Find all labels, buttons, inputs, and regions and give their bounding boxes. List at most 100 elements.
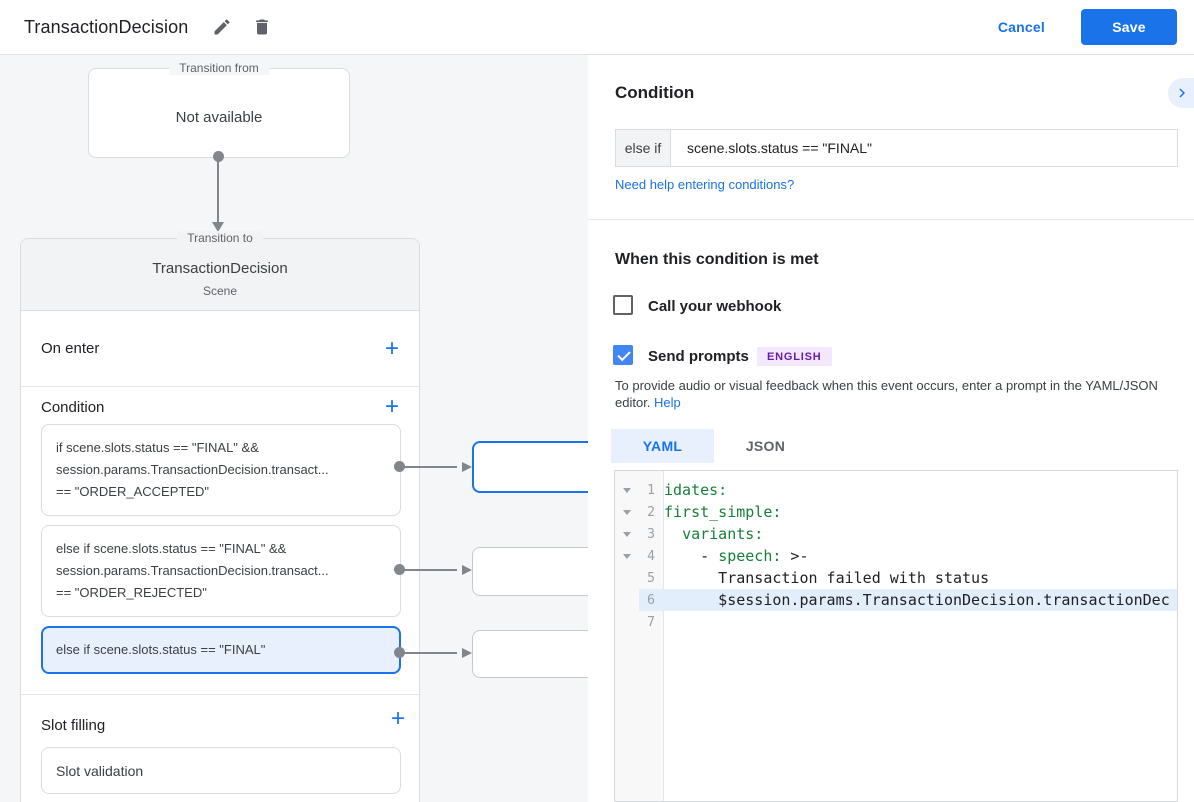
code-line-body[interactable]: 4 - speech: >-: [639, 545, 1177, 567]
line-number: 2: [647, 504, 655, 520]
condition-text: == "ORDER_REJECTED": [56, 585, 207, 600]
cancel-button[interactable]: Cancel: [997, 19, 1045, 35]
panel-title: Condition: [615, 83, 695, 102]
fold-toggle-icon[interactable]: [623, 509, 631, 515]
line-number: 7: [647, 614, 655, 630]
condition-card[interactable]: else if scene.slots.status == "FINAL" &&…: [41, 525, 401, 617]
help-link[interactable]: Help: [654, 395, 681, 410]
transition-to-card: Transition to TransactionDecision Scene …: [20, 231, 420, 802]
prompts-description-text: To provide audio or visual feedback when…: [615, 378, 1158, 410]
fold-cell: [615, 545, 639, 567]
condition-text: else if scene.slots.status == "FINAL" &&: [56, 541, 287, 556]
line-number: 6: [647, 592, 655, 608]
condition-text: if scene.slots.status == "FINAL" &&: [56, 440, 259, 455]
line-number: 4: [647, 548, 655, 564]
line-number: 1: [647, 482, 655, 498]
slot-validation-card[interactable]: Slot validation: [41, 747, 401, 794]
code-line-highlighted[interactable]: 6 $session.params.TransactionDecision.tr…: [639, 589, 1177, 611]
transition-to-legend: Transition to: [177, 231, 263, 245]
code-line: 1 idates:: [615, 479, 1177, 501]
code-line-body[interactable]: 3 variants:: [639, 523, 1177, 545]
code-text: first_simple:: [664, 503, 782, 521]
condition-text: else if scene.slots.status == "FINAL": [56, 642, 266, 657]
code-line: 2 first_simple:: [615, 501, 1177, 523]
code-line: 7: [615, 611, 1177, 633]
transition-from-box: Transition from Not available: [88, 61, 350, 158]
code-line: 5 Transaction failed with status: [615, 567, 1177, 589]
condition-prefix-label: else if: [616, 130, 671, 166]
on-enter-section: On enter +: [21, 311, 419, 387]
tab-json[interactable]: JSON: [745, 438, 786, 454]
prompts-description: To provide audio or visual feedback when…: [615, 377, 1193, 411]
condition-text: session.params.TransactionDecision.trans…: [56, 462, 329, 477]
condition-card-list: if scene.slots.status == "FINAL" && sessi…: [41, 424, 401, 683]
code-line-body[interactable]: 2 first_simple:: [639, 501, 1177, 523]
transition-target-box[interactable]: [472, 630, 588, 678]
condition-section: Condition +: [21, 387, 419, 427]
send-prompts-checkbox[interactable]: [613, 345, 633, 365]
transition-from-value: Not available: [175, 109, 263, 126]
call-webhook-label: Call your webhook: [648, 298, 782, 315]
panel-divider: [588, 219, 1194, 220]
condition-card[interactable]: if scene.slots.status == "FINAL" && sessi…: [41, 424, 401, 516]
editor-tabs: YAML JSON: [611, 429, 817, 463]
fold-cell: [615, 501, 639, 523]
flow-connector-dot: [213, 151, 224, 162]
collapse-panel-button[interactable]: [1168, 78, 1194, 108]
code-line: 6 $session.params.TransactionDecision.tr…: [615, 589, 1177, 611]
chevron-right-icon: [1173, 84, 1191, 102]
code-text: Transaction failed with status: [664, 569, 990, 587]
add-on-enter-button[interactable]: +: [384, 334, 399, 362]
fold-toggle-icon[interactable]: [623, 487, 631, 493]
transition-target-box[interactable]: [472, 547, 588, 596]
code-line-body[interactable]: 1 idates:: [639, 479, 1177, 501]
add-condition-button[interactable]: +: [384, 393, 399, 420]
top-bar: TransactionDecision Cancel Save: [0, 0, 1194, 55]
flow-connector-line: [217, 160, 219, 223]
call-webhook-checkbox[interactable]: [613, 295, 633, 315]
transition-target-box-selected[interactable]: [472, 441, 588, 493]
send-prompts-label: Send prompts: [648, 348, 749, 365]
code-text: variants:: [682, 525, 764, 543]
scene-name: TransactionDecision: [152, 260, 288, 277]
editor-gutter: [615, 471, 664, 801]
edit-icon[interactable]: [210, 15, 234, 39]
page-title: TransactionDecision: [24, 16, 189, 37]
transition-from-legend: Transition from: [169, 61, 269, 75]
flow-arrowhead-icon: [212, 222, 224, 232]
condition-section-label: Condition: [41, 398, 105, 416]
code-text: idates:: [664, 481, 728, 499]
tab-yaml[interactable]: YAML: [611, 429, 714, 463]
on-enter-label: On enter: [41, 340, 100, 357]
line-number: 3: [647, 526, 655, 542]
condition-expression-input[interactable]: [671, 130, 1177, 166]
condition-arrow: [394, 564, 472, 575]
code-text: - speech: >-: [664, 547, 809, 565]
fold-toggle-icon[interactable]: [623, 553, 631, 559]
condition-arrow: [394, 461, 472, 472]
code-line-body[interactable]: 7: [639, 611, 1177, 633]
fold-toggle-icon[interactable]: [623, 531, 631, 537]
delete-icon[interactable]: [250, 15, 274, 39]
conditions-help-link[interactable]: Need help entering conditions?: [615, 177, 795, 192]
code-text: $session.params.TransactionDecision.tran…: [664, 591, 1170, 609]
condition-editor-panel: Condition else if Need help entering con…: [588, 55, 1194, 802]
save-button[interactable]: Save: [1081, 9, 1177, 45]
language-badge: ENGLISH: [757, 347, 832, 366]
condition-text: == "ORDER_ACCEPTED": [56, 484, 209, 499]
fold-cell: [615, 523, 639, 545]
code-line: 4 - speech: >-: [615, 545, 1177, 567]
code-line: 3 variants:: [615, 523, 1177, 545]
code-line-body[interactable]: 5 Transaction failed with status: [639, 567, 1177, 589]
scene-type: Scene: [202, 284, 238, 298]
add-slot-button[interactable]: +: [390, 705, 405, 732]
condition-arrow: [394, 647, 472, 658]
line-number: 5: [647, 570, 655, 586]
scene-header: TransactionDecision Scene: [21, 239, 419, 311]
when-condition-heading: When this condition is met: [615, 251, 819, 268]
condition-text: session.params.TransactionDecision.trans…: [56, 563, 329, 578]
condition-card-selected[interactable]: else if scene.slots.status == "FINAL": [41, 626, 401, 674]
fold-cell: [615, 567, 639, 589]
